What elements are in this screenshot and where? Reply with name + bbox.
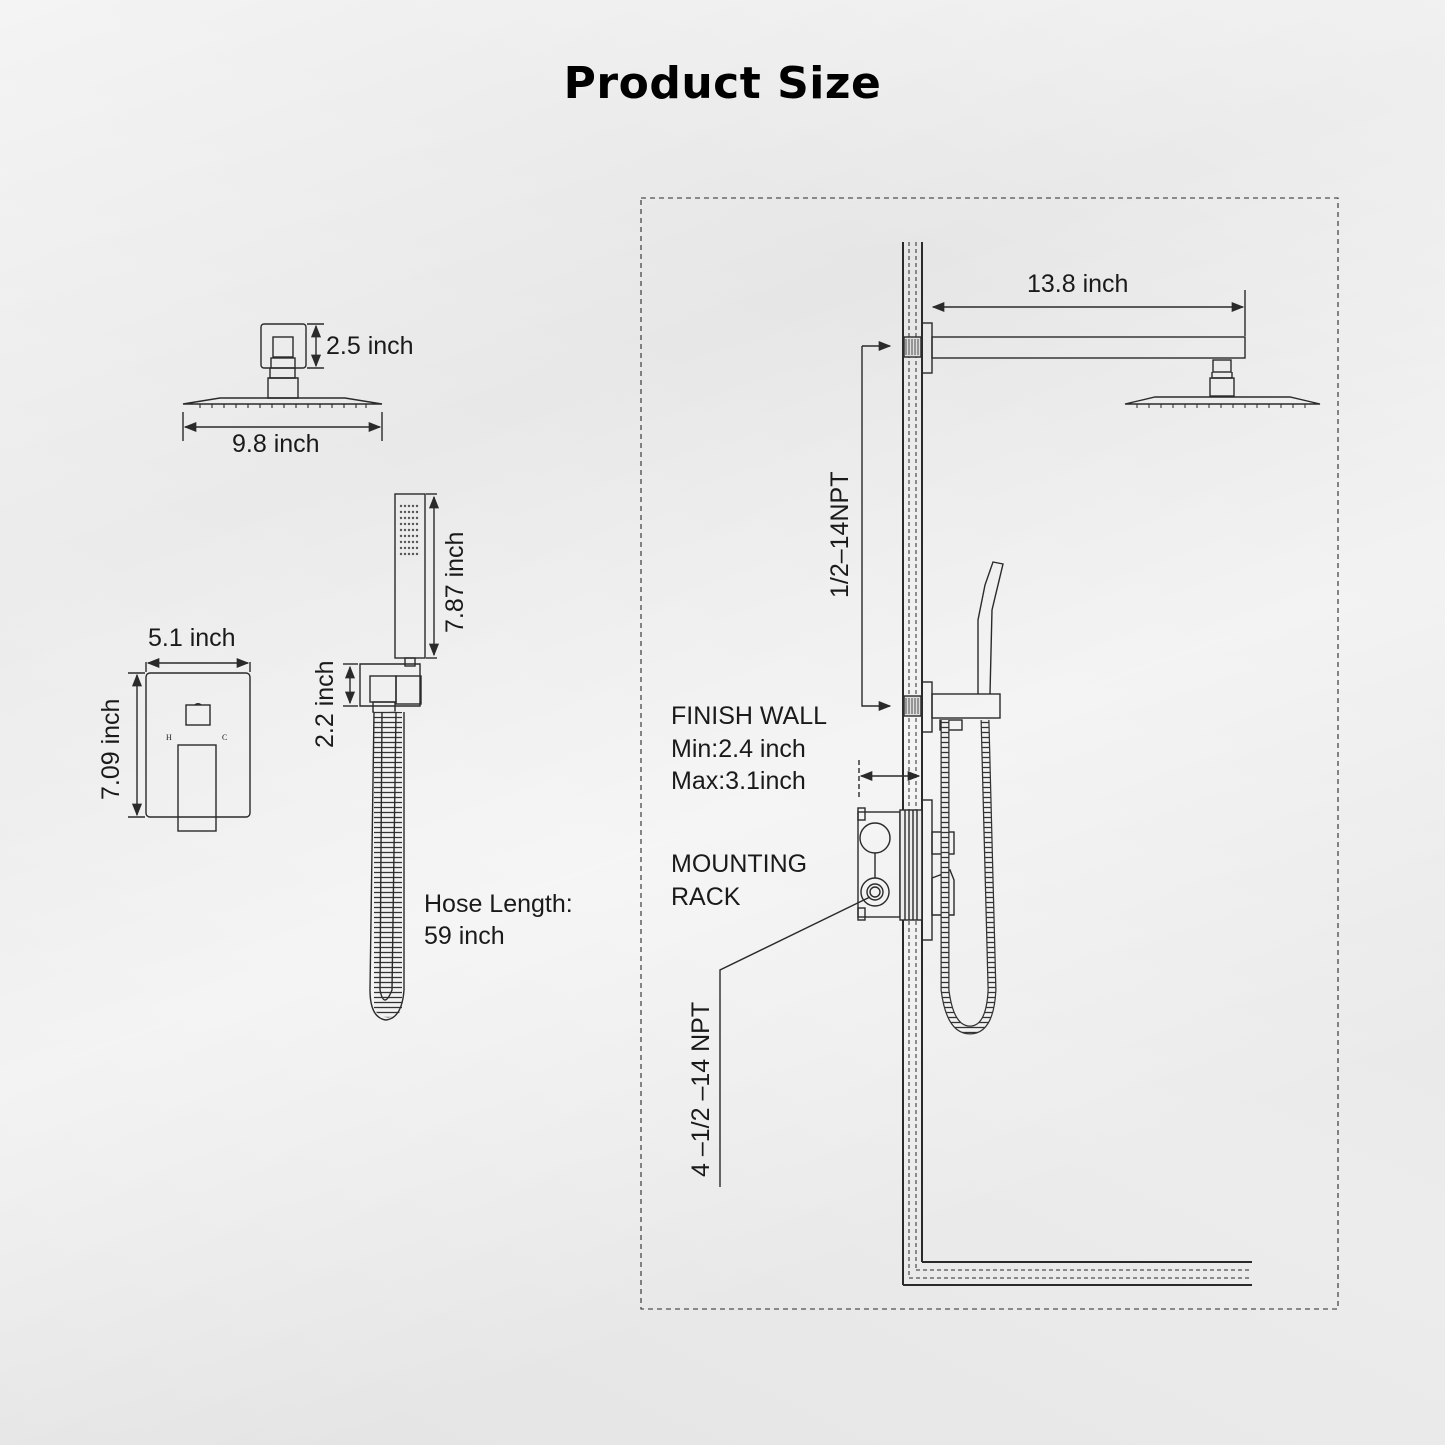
finish-wall-max: Max:3.1inch	[671, 767, 806, 795]
wall-pipe-icon	[902, 242, 1252, 1286]
mounting-rack-label-1: MOUNTING	[671, 850, 808, 878]
trim-height-label: 7.09 inch	[97, 698, 125, 800]
installation-frame	[640, 197, 1339, 1310]
arm-length-label: 13.8 inch	[1027, 270, 1129, 298]
valve-ports-label: 4 –1/2 –14 NPT	[687, 1001, 715, 1177]
rain-head-height-label: 2.5 inch	[326, 332, 414, 360]
inlet-thread-label: 1/2–14NPT	[826, 471, 854, 598]
valve-trim-plate-icon	[128, 657, 251, 832]
finish-wall-title: FINISH WALL	[671, 702, 828, 730]
hand-shower-holder-icon	[903, 561, 1004, 733]
holder-height-label: 2.2 inch	[311, 660, 339, 748]
hand-shower-length-label: 7.87 inch	[441, 531, 469, 633]
hand-shower-icon	[343, 493, 440, 1021]
hot-mark: H	[166, 733, 172, 742]
rain-head-width-label: 9.8 inch	[232, 430, 320, 458]
hose-length-value: 59 inch	[424, 922, 505, 950]
finish-wall-min: Min:2.4 inch	[671, 735, 806, 763]
installed-hose-icon	[940, 719, 997, 1035]
trim-width-label: 5.1 inch	[148, 624, 236, 652]
mounting-rack-label-2: RACK	[671, 883, 741, 911]
hose-length-label: Hose Length:	[424, 890, 573, 918]
mounting-rack-icon	[857, 799, 955, 941]
shower-arm-icon	[903, 290, 1321, 408]
cold-mark: C	[222, 733, 228, 742]
page-title: Product Size	[563, 58, 882, 109]
rain-shower-head-icon	[182, 323, 383, 441]
